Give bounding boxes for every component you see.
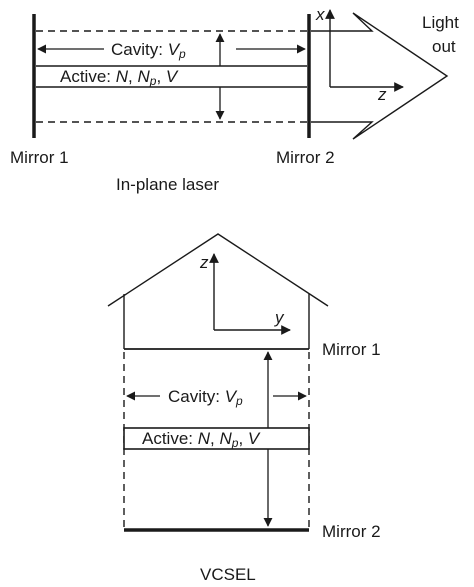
vcsel-active-label: Active: N, Np, V xyxy=(142,429,261,450)
in-plane-mirror-2-label: Mirror 2 xyxy=(276,148,335,167)
light-out-label-line-1: Light xyxy=(422,13,459,32)
in-plane-mirror-1-label: Mirror 1 xyxy=(10,148,69,167)
vcsel-y-axis-label: y xyxy=(274,308,285,327)
in-plane-cavity-label: Cavity: Vp xyxy=(111,40,186,61)
vcsel-caption: VCSEL xyxy=(200,565,256,584)
in-plane-laser-caption: In-plane laser xyxy=(116,175,219,194)
light-out-label-line-2: out xyxy=(432,37,456,56)
in-plane-x-axis-label: x xyxy=(315,5,325,24)
vcsel-active-region xyxy=(123,427,310,450)
light-out-beam-shape xyxy=(311,12,449,140)
vcsel-mirror-1-label: Mirror 1 xyxy=(322,340,381,359)
vcsel-diagram: z y Cavity: Vp Active: N, Np, V Mirror 1… xyxy=(107,233,381,584)
vcsel-mirror-2-label: Mirror 2 xyxy=(322,522,381,541)
vcsel-z-axis-label: z xyxy=(199,253,209,272)
in-plane-laser-diagram: Cavity: Vp Active: N, Np, V x z Light ou… xyxy=(10,5,459,194)
in-plane-z-axis-label: z xyxy=(377,85,387,104)
in-plane-active-label: Active: N, Np, V xyxy=(60,67,179,88)
vcsel-output-beam-roof xyxy=(107,233,329,307)
vcsel-cavity-label: Cavity: Vp xyxy=(168,387,243,408)
